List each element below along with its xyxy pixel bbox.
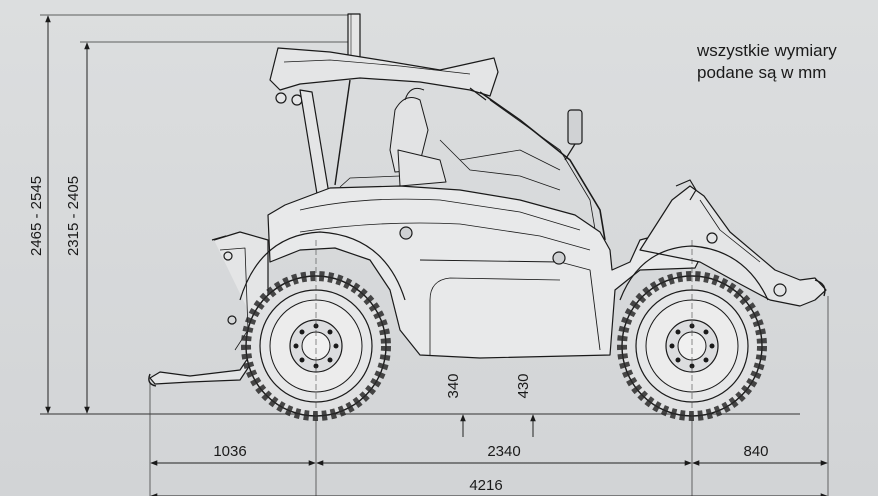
rear-overhang-dimension: 1036	[150, 443, 316, 466]
vehicle	[148, 13, 827, 387]
ground-clearance-rear-label: 430	[515, 373, 532, 398]
cab-frame	[299, 79, 606, 241]
units-note-line-1: wszystkie wymiary	[697, 41, 837, 60]
units-note-line-2: podane są w mm	[697, 63, 827, 82]
operator-seat	[389, 87, 561, 191]
front-wheel	[617, 271, 767, 421]
wheelbase-dimension: 2340	[316, 443, 692, 466]
front-tool-carrier	[639, 179, 827, 307]
cab-roof	[269, 47, 499, 97]
overall-height-dimension: 2465 - 2545	[28, 14, 355, 414]
rear-wheel-arch	[239, 231, 406, 301]
overall-length-label: 4216	[469, 477, 502, 494]
units-note: wszystkie wymiary podane są w mm	[697, 40, 837, 84]
cab-height-label: 2315 - 2405	[65, 176, 82, 256]
side-mirror	[564, 109, 583, 161]
ground-clearance-front-label: 340	[445, 373, 462, 398]
overall-length-dimension: 4216	[150, 477, 828, 496]
rear-wheel	[241, 271, 391, 421]
wheelbase-label: 2340	[487, 443, 520, 460]
rear-overhang-label: 1036	[213, 443, 246, 460]
front-overhang-dimension: 840	[692, 443, 828, 466]
cab-height-dimension: 2315 - 2405	[65, 41, 355, 414]
front-overhang-label: 840	[743, 443, 768, 460]
overall-height-label: 2465 - 2545	[28, 176, 45, 256]
horizontal-extension-lines	[149, 296, 829, 496]
